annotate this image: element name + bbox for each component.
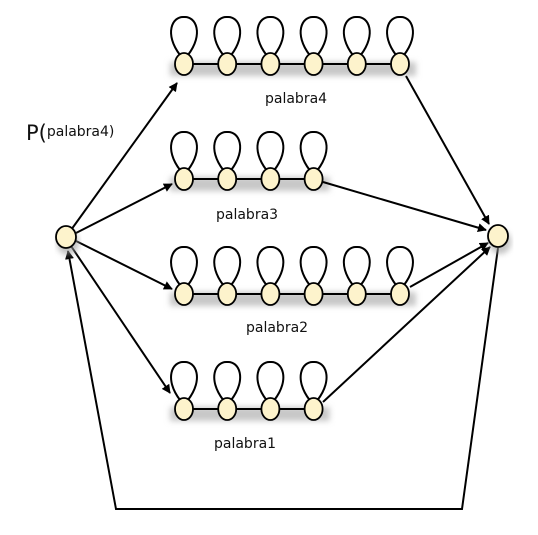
self-loop <box>256 16 285 56</box>
self-loop <box>170 131 198 171</box>
state-node <box>303 167 324 191</box>
self-loop <box>386 16 414 56</box>
arrow-start-to-palabra2 <box>75 240 173 290</box>
state-node <box>303 282 324 306</box>
word-label-palabra2: palabra2 <box>246 320 308 336</box>
self-loop <box>170 246 198 286</box>
probability-symbol: P( <box>26 121 47 145</box>
word-chains <box>170 16 416 421</box>
state-node <box>217 282 238 306</box>
arrow-start-to-palabra1 <box>70 245 171 394</box>
state-node <box>260 52 281 76</box>
self-loop <box>256 361 285 401</box>
self-loop <box>213 361 242 401</box>
state-node <box>174 52 194 76</box>
self-loop <box>170 361 198 401</box>
state-node <box>260 397 281 421</box>
chain-shadow <box>170 407 330 421</box>
self-loop <box>299 131 328 171</box>
self-loop <box>213 246 242 286</box>
word-chain-palabra3 <box>170 131 330 191</box>
word-label-palabra1: palabra1 <box>214 436 276 452</box>
state-node <box>260 282 281 306</box>
self-loop <box>213 131 242 171</box>
state-node <box>260 167 281 191</box>
word-label-palabra4: palabra4 <box>265 91 327 107</box>
self-loop <box>299 16 328 56</box>
chain-shadow <box>170 177 330 191</box>
state-node <box>303 397 324 421</box>
arrow-palabra1-to-end <box>322 246 491 403</box>
self-loop <box>170 16 198 56</box>
word-label-palabra3: palabra3 <box>216 207 278 223</box>
arrow-loop-back <box>65 247 499 510</box>
state-node <box>346 282 367 306</box>
probability-argument: palabra4) <box>47 124 115 140</box>
word-chain-palabra2 <box>170 246 416 306</box>
state-node <box>217 167 238 191</box>
state-node <box>217 52 238 76</box>
transition-arrows <box>65 75 499 510</box>
self-loop <box>386 246 414 286</box>
state-node <box>346 52 367 76</box>
arrow-palabra4-to-end <box>405 75 490 225</box>
end-node <box>487 224 511 254</box>
state-node <box>390 282 410 306</box>
arrow-start-to-palabra3 <box>75 183 173 234</box>
start-node <box>55 225 79 255</box>
self-loop <box>299 246 328 286</box>
arrow-palabra2-to-end <box>409 242 489 288</box>
state-node <box>174 282 194 306</box>
self-loop <box>299 361 328 401</box>
self-loop <box>342 16 371 56</box>
probability-label: P(palabra4) <box>26 121 114 145</box>
arrow-palabra3-to-end <box>322 181 487 233</box>
arrow-start-to-palabra4 <box>70 82 178 231</box>
state-node <box>303 52 324 76</box>
state-node <box>174 167 194 191</box>
self-loop <box>256 131 285 171</box>
self-loop <box>342 246 371 286</box>
state-node <box>390 52 410 76</box>
state-node <box>217 397 238 421</box>
self-loop <box>256 246 285 286</box>
state-node <box>174 397 194 421</box>
word-chain-palabra1 <box>170 361 330 421</box>
word-chain-palabra4 <box>170 16 416 76</box>
self-loop <box>213 16 242 56</box>
